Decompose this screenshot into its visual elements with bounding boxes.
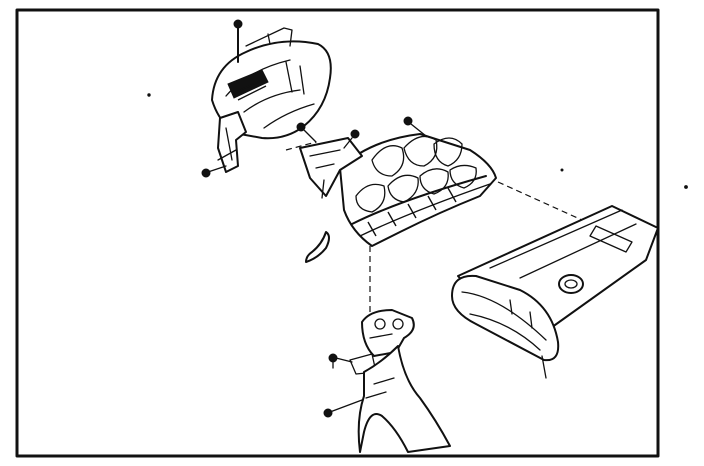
bolt-icon xyxy=(403,116,427,137)
speck xyxy=(684,185,688,189)
upper-shroud xyxy=(211,19,332,140)
air-duct xyxy=(323,345,451,453)
bolt-icon xyxy=(296,122,317,143)
shroud-vent xyxy=(227,69,269,101)
shroud-bracket xyxy=(201,111,247,178)
clip-part xyxy=(305,231,330,263)
air-cleaner-housing xyxy=(451,205,659,379)
diagram-frame xyxy=(15,8,660,458)
bolt-icon xyxy=(233,19,243,63)
throttle-body xyxy=(328,309,415,375)
speck xyxy=(560,168,564,172)
bolt-icon xyxy=(343,129,360,149)
intake-manifold xyxy=(339,133,497,247)
gasket xyxy=(299,137,363,199)
alignment-line xyxy=(285,141,317,151)
speck xyxy=(147,93,151,97)
